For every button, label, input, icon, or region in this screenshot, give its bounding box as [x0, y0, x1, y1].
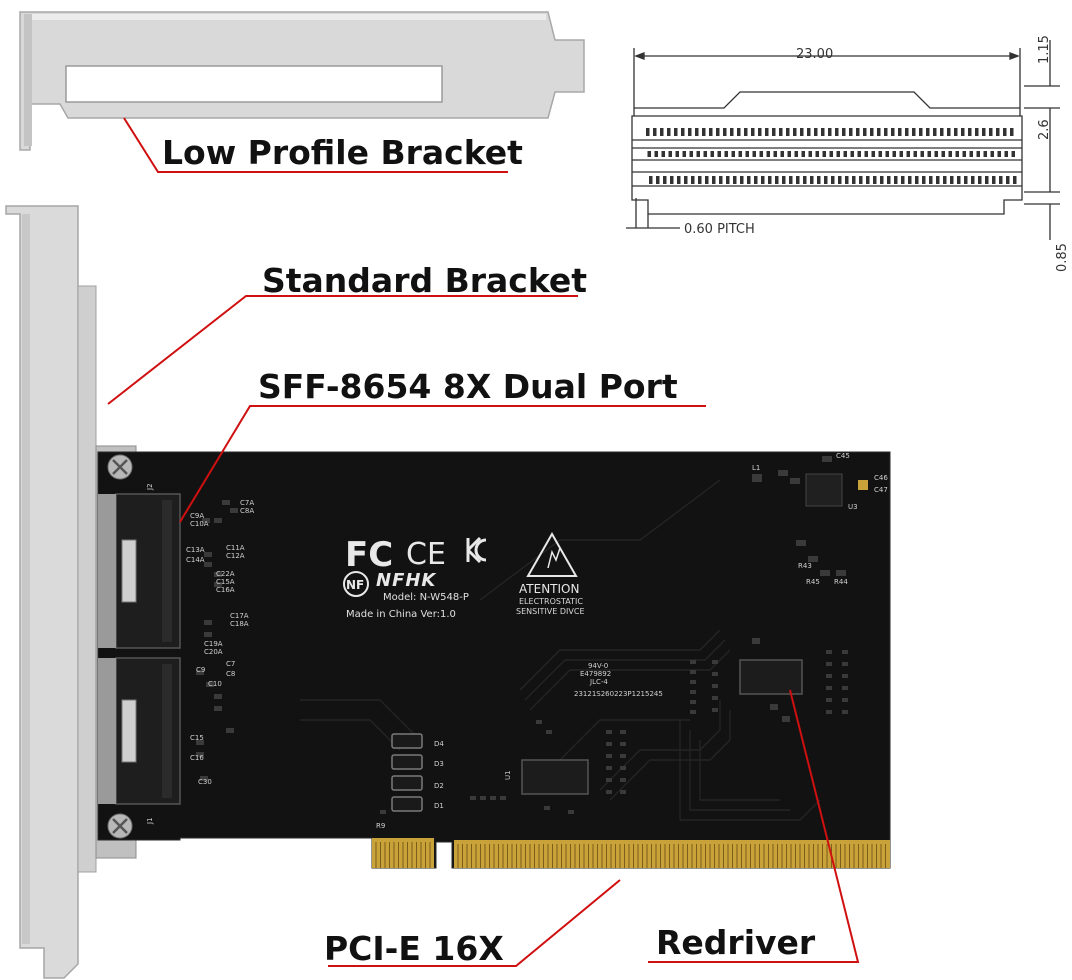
- label-d2: D2: [434, 782, 444, 790]
- callout-redriver: Redriver: [656, 923, 816, 962]
- low-profile-bracket: [19, 11, 585, 151]
- svg-text:C20A: C20A: [204, 648, 223, 656]
- kc-mark-icon: [466, 536, 487, 564]
- label-j2: J2: [146, 483, 154, 491]
- svg-text:C16: C16: [190, 754, 204, 762]
- fc-mark: FC: [345, 535, 393, 575]
- svg-text:C10: C10: [208, 680, 222, 688]
- redriver-chip: [739, 659, 803, 695]
- svg-text:C10A: C10A: [190, 520, 209, 528]
- warning-line-2: SENSITIVE DIVCE: [516, 607, 585, 616]
- model-text: Model: N-W548-P: [383, 592, 469, 603]
- label-u3: U3: [848, 503, 858, 511]
- label-u1: U1: [504, 770, 512, 780]
- label-c47: C47: [874, 486, 888, 494]
- screw-icon: [107, 813, 133, 839]
- label-c45: C45: [836, 452, 850, 460]
- svg-text:C22A: C22A: [216, 570, 235, 578]
- svg-text:C14A: C14A: [186, 556, 205, 564]
- sff-8654-port-top: [98, 493, 181, 649]
- svg-text:C9A: C9A: [190, 512, 204, 520]
- dim-bottom: 0.85: [1055, 243, 1070, 272]
- dim-top: 1.15: [1037, 35, 1052, 64]
- connector-dimension-drawing: 23.00 0.60 PITCH 1.15 2.6 0.85: [626, 35, 1070, 272]
- dim-mid: 2.6: [1037, 119, 1052, 140]
- svg-text:C30: C30: [198, 778, 212, 786]
- serial-number: 23121S260223P1215245: [574, 690, 663, 698]
- label-j1: J1: [146, 817, 154, 825]
- screw-icon: [107, 454, 133, 480]
- label-c46: C46: [874, 474, 888, 482]
- svg-text:C16A: C16A: [216, 586, 235, 594]
- callout-sff-8654: SFF-8654 8X Dual Port: [258, 367, 678, 406]
- led-array: [391, 733, 423, 812]
- label-d4: D4: [434, 740, 444, 748]
- svg-text:C7: C7: [226, 660, 235, 668]
- svg-text:C8A: C8A: [240, 507, 254, 515]
- label-d3: D3: [434, 760, 444, 768]
- dim-width: 23.00: [796, 47, 833, 62]
- sff-8654-port-bottom: [98, 657, 181, 805]
- svg-text:C7A: C7A: [240, 499, 254, 507]
- svg-text:C12A: C12A: [226, 552, 245, 560]
- svg-text:C18A: C18A: [230, 620, 249, 628]
- made-in-text: Made in China Ver:1.0: [346, 609, 456, 620]
- pcie-gold-fingers: [372, 838, 890, 868]
- label-r45: R45: [806, 578, 820, 586]
- label-r44: R44: [834, 578, 848, 586]
- nf-mark-icon: NF: [343, 571, 369, 597]
- warning-line-1: ELECTROSTATIC: [519, 597, 583, 606]
- svg-text:C19A: C19A: [204, 640, 223, 648]
- callout-low-profile-bracket: Low Profile Bracket: [162, 133, 523, 172]
- svg-text:C8: C8: [226, 670, 235, 678]
- callout-leaders: [107, 117, 860, 967]
- label-d1: D1: [434, 802, 444, 810]
- svg-text:C17A: C17A: [230, 612, 249, 620]
- ul-jlc: JLC-4: [589, 678, 608, 686]
- ul-rating: 94V-0: [588, 662, 608, 670]
- ul-file: E479892: [580, 670, 611, 678]
- label-l1: L1: [752, 464, 760, 472]
- label-r43: R43: [798, 562, 812, 570]
- callout-standard-bracket: Standard Bracket: [262, 261, 588, 300]
- label-r9: R9: [376, 822, 385, 830]
- dim-pitch: 0.60 PITCH: [684, 222, 755, 237]
- svg-text:C11A: C11A: [226, 544, 245, 552]
- svg-text:C15A: C15A: [216, 578, 235, 586]
- brand-text: NFHK: [376, 570, 437, 591]
- esd-warning-icon: [526, 531, 578, 577]
- svg-text:C9: C9: [196, 666, 205, 674]
- svg-text:C13A: C13A: [186, 546, 205, 554]
- callout-pcie-16x: PCI-E 16X: [324, 929, 504, 968]
- nf-mark-text: NF: [346, 578, 364, 592]
- svg-text:C15: C15: [190, 734, 204, 742]
- warning-title: ATENTION: [519, 582, 579, 596]
- ce-mark: CE: [406, 537, 446, 572]
